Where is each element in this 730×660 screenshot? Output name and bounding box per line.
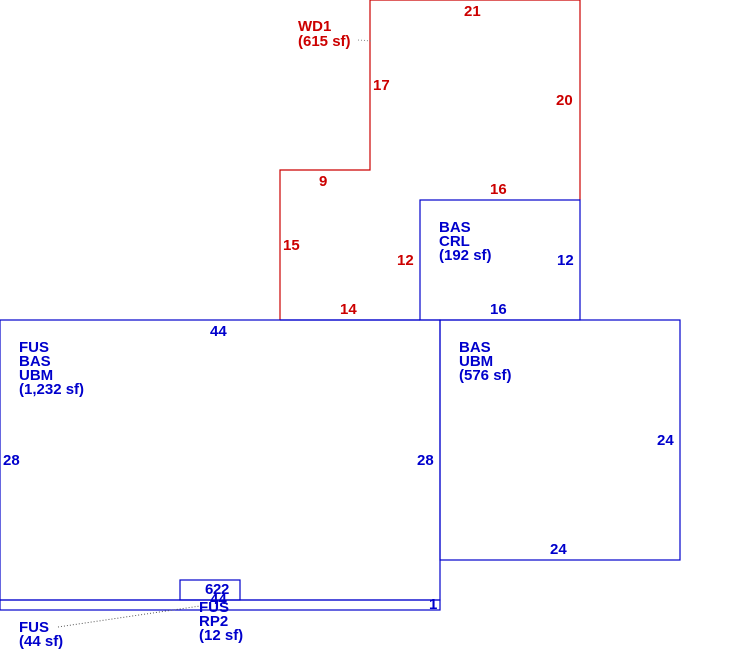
main-section <box>0 319 441 601</box>
dim-deck-left: 15 <box>283 237 300 254</box>
dim-deck-right: 20 <box>556 92 573 109</box>
dim-deck-bottom: 14 <box>340 301 357 318</box>
wd1-area: (615 sf) <box>298 33 351 50</box>
crl-line-1: BAS <box>439 219 471 236</box>
main-line-2: BAS <box>19 353 51 370</box>
main-area-value: (1,232 sf) <box>19 381 84 398</box>
dim-deck-bottom-right: 16 <box>490 181 507 198</box>
dim-deck-inner: 12 <box>397 252 414 269</box>
dim-rp2-mid: 2 <box>221 581 229 598</box>
rp2-line-2: RP2 <box>199 613 228 630</box>
dim-ubm-bottom: 24 <box>550 541 567 558</box>
main-line-3: UBM <box>19 367 53 384</box>
dim-rp2-width: 6 <box>205 581 213 598</box>
dim-crl-bottom: 16 <box>490 301 507 318</box>
wd1-code: WD1 <box>298 18 331 35</box>
fus-area-value: (44 sf) <box>19 633 63 650</box>
dim-deck-inner-left: 17 <box>373 77 390 94</box>
rp2-section <box>179 579 241 601</box>
crl-area-value: (192 sf) <box>439 247 492 264</box>
ubm-area-value: (576 sf) <box>459 367 512 384</box>
dim-strip-end: 1 <box>429 596 437 613</box>
ubm-line-1: BAS <box>459 339 491 356</box>
dim-main-left: 28 <box>3 452 20 469</box>
fus-leader <box>57 605 201 628</box>
dim-deck-step: 9 <box>319 173 327 190</box>
dim-strip-bottom: 44 <box>210 591 227 608</box>
ubm-line-2: UBM <box>459 353 493 370</box>
rp2-line-1: FUS <box>199 599 229 616</box>
dim-deck-top: 21 <box>464 3 481 20</box>
crl-line-2: CRL <box>439 233 470 250</box>
building-outlines <box>0 199 681 611</box>
ubm-section <box>439 319 681 561</box>
main-line-1: FUS <box>19 339 49 356</box>
dim-rp2-length: 2 <box>213 581 221 598</box>
dim-main-right: 28 <box>417 452 434 469</box>
dim-main-top: 44 <box>210 323 227 340</box>
deck-outline <box>279 0 581 320</box>
dim-crl-right: 12 <box>557 252 574 269</box>
fus-line-1: FUS <box>19 619 49 636</box>
dim-ubm-right: 24 <box>657 432 674 449</box>
rp2-area-value: (12 sf) <box>199 627 243 644</box>
